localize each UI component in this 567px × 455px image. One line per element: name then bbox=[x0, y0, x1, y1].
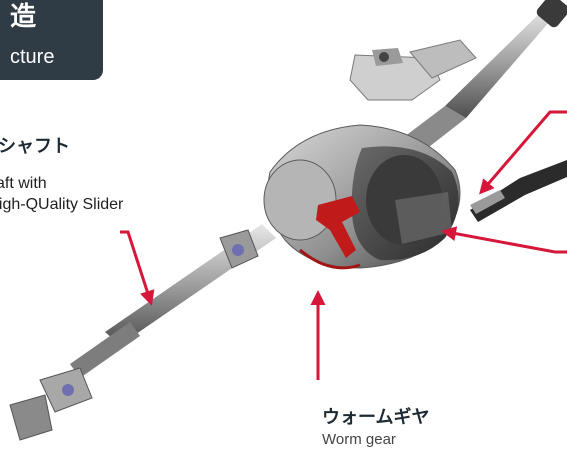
shaft-label-en-line1: aft with bbox=[0, 175, 47, 192]
lever-callout-arrow bbox=[479, 110, 567, 195]
motor-callout-arrow bbox=[441, 226, 567, 254]
shaft-label-jp: シャフト bbox=[0, 136, 70, 156]
badge-title-jp: 造 bbox=[10, 1, 38, 31]
intermediate-shaft bbox=[70, 224, 276, 378]
worm-gear-label-en: Worm gear bbox=[322, 431, 396, 448]
badge-title-en: cture bbox=[10, 46, 55, 68]
worm-gear-label-jp: ウォームギヤ bbox=[322, 407, 430, 427]
shaft-callout-arrow bbox=[120, 230, 155, 306]
callout-arrows bbox=[120, 110, 567, 380]
structure-badge: 造 cture bbox=[0, 0, 103, 80]
shaft-label-en-line2: high-QUality Slider bbox=[0, 196, 124, 213]
mounting-bracket bbox=[349, 39, 477, 101]
electric-motor bbox=[351, 146, 459, 261]
worm-gear-label: ウォームギヤ Worm gear bbox=[322, 403, 429, 448]
universal-joint bbox=[9, 367, 93, 441]
red-gear-mechanism bbox=[299, 196, 361, 270]
tilt-lever bbox=[470, 160, 567, 222]
